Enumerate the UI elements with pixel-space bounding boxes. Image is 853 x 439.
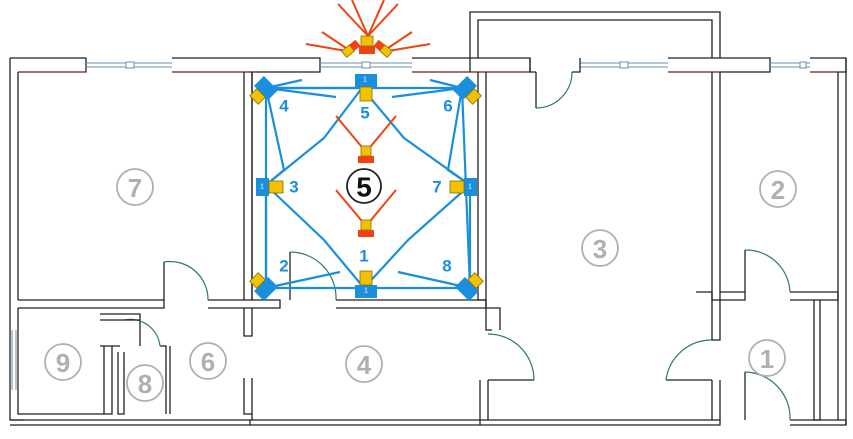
sensor-label-8: 8 <box>442 257 451 276</box>
doors <box>100 58 791 421</box>
sensor-label-5: 5 <box>360 104 369 123</box>
room-labels: 7 2 3 4 1 6 8 9 <box>44 168 797 402</box>
zone-label: 5 <box>356 172 372 203</box>
sensor-label-2: 2 <box>279 257 288 276</box>
sensor-label-3: 3 <box>289 178 298 197</box>
svg-text:4: 4 <box>357 350 372 380</box>
sensor-label-6: 6 <box>443 97 452 116</box>
sensor-2 <box>249 272 279 302</box>
svg-text:1: 1 <box>760 344 774 374</box>
emitter-middle-upper <box>358 145 374 163</box>
sensor-label-7: 7 <box>432 178 441 197</box>
svg-text:6: 6 <box>201 347 215 377</box>
room-1-label: 1 <box>748 339 786 377</box>
svg-text:1: 1 <box>260 184 264 191</box>
room-2-label: 2 <box>759 170 797 208</box>
svg-text:3: 3 <box>593 234 607 264</box>
svg-text:2: 2 <box>771 175 785 205</box>
svg-text:1: 1 <box>363 77 367 84</box>
outer-walls <box>9 11 847 426</box>
svg-text:1: 1 <box>468 184 472 191</box>
emitter-top <box>340 35 394 58</box>
windows <box>11 61 810 390</box>
sensor-labels: 1 2 3 4 5 6 7 8 <box>279 97 452 276</box>
room-4-label: 4 <box>345 345 383 383</box>
sensor-3: 1 <box>256 178 284 196</box>
sensor-5: 1 <box>355 74 377 102</box>
sensor-4 <box>249 75 279 105</box>
sensor-label-1: 1 <box>359 247 368 266</box>
sensors: 1 1 1 1 <box>249 74 484 302</box>
room-3-label: 3 <box>581 229 619 267</box>
zone-marker: 5 <box>346 168 382 204</box>
svg-text:1: 1 <box>364 288 368 295</box>
emitters <box>340 35 394 237</box>
room-9-label: 9 <box>44 343 82 381</box>
room-7-label: 7 <box>116 168 154 206</box>
sensor-8 <box>454 272 484 302</box>
emitter-middle-lower <box>358 219 374 237</box>
svg-text:7: 7 <box>128 173 142 203</box>
sensor-1: 1 <box>355 270 377 298</box>
room-6-label: 6 <box>189 342 227 380</box>
sensor-6 <box>452 75 482 105</box>
svg-text:8: 8 <box>138 369 152 399</box>
room-8-label: 8 <box>126 364 164 402</box>
internal-walls <box>17 72 839 421</box>
svg-text:9: 9 <box>56 348 70 378</box>
sensor-7: 1 <box>449 178 477 196</box>
sensor-label-4: 4 <box>279 97 289 116</box>
